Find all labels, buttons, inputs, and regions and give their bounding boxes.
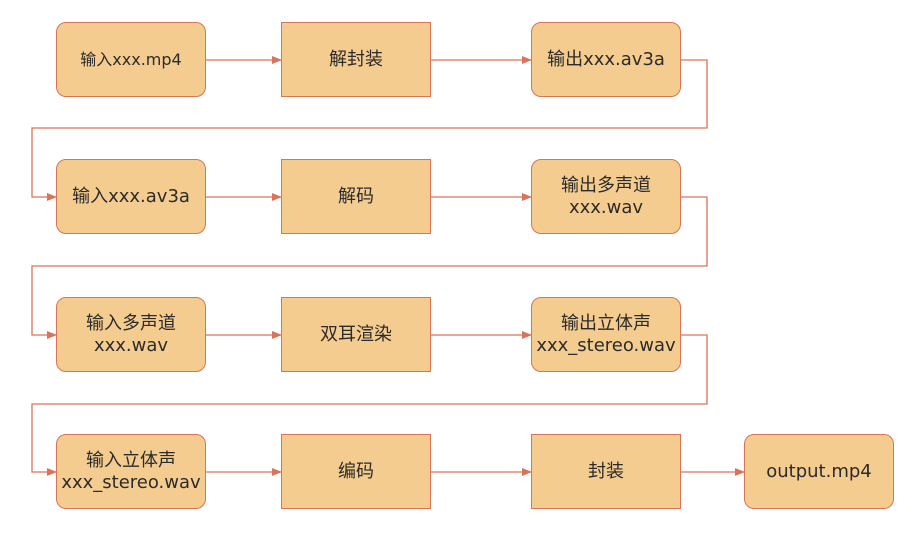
node-label-line2: xxx_stereo.wav <box>536 334 676 356</box>
node-output-mp4: output.mp4 <box>744 434 894 509</box>
node-encode: 编码 <box>281 434 431 509</box>
node-label: 封装 <box>588 460 624 482</box>
node-label-line1: 输出多声道 <box>561 174 651 196</box>
arrow-r3-to-r4-wrap <box>31 334 708 476</box>
arrow-r2-to-r3-wrap <box>31 196 708 339</box>
arrow-r1-to-r2-wrap <box>31 59 708 201</box>
node-label-line2: xxx.wav <box>93 334 169 356</box>
node-label-line1: 输入多声道 <box>86 312 176 334</box>
node-label: 解码 <box>338 185 374 207</box>
node-label: 编码 <box>338 460 374 482</box>
node-label: 解封装 <box>329 48 383 70</box>
node-label: output.mp4 <box>766 460 872 482</box>
node-label: 输入xxx.mp4 <box>80 49 182 69</box>
node-input-av3a: 输入xxx.av3a <box>56 159 206 234</box>
node-label: 双耳渲染 <box>320 323 392 345</box>
node-label: 输出xxx.av3a <box>547 48 665 70</box>
node-label-line1: 输出立体声 <box>561 312 651 334</box>
node-binaural-render: 双耳渲染 <box>281 297 431 372</box>
node-input-stereo: 输入立体声 xxx_stereo.wav <box>56 434 206 509</box>
node-output-stereo: 输出立体声 xxx_stereo.wav <box>531 297 681 372</box>
node-demux: 解封装 <box>281 22 431 97</box>
node-input-mp4: 输入xxx.mp4 <box>56 22 206 97</box>
node-output-av3a: 输出xxx.av3a <box>531 22 681 97</box>
node-label-line1: 输入立体声 <box>86 449 176 471</box>
node-label-line2: xxx_stereo.wav <box>61 471 201 493</box>
node-decode: 解码 <box>281 159 431 234</box>
node-mux: 封装 <box>531 434 681 509</box>
node-input-multichannel: 输入多声道 xxx.wav <box>56 297 206 372</box>
node-output-multichannel: 输出多声道 xxx.wav <box>531 159 681 234</box>
node-label: 输入xxx.av3a <box>72 185 190 207</box>
node-label-line2: xxx.wav <box>568 196 644 218</box>
